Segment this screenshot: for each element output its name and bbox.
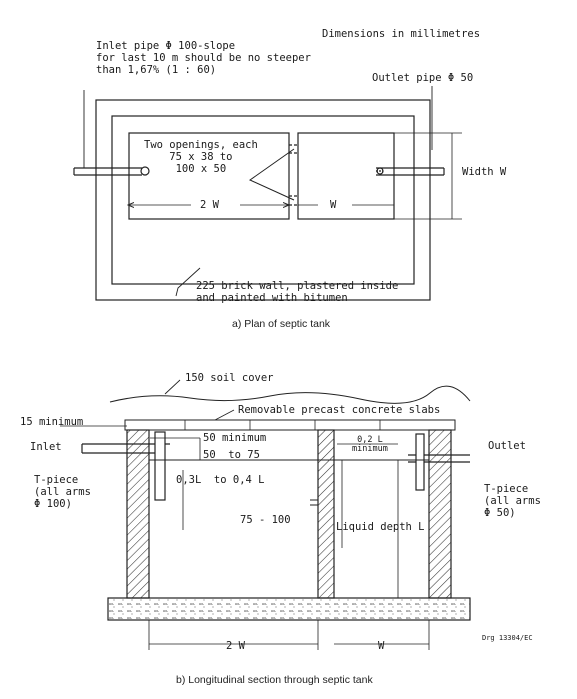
section-dim-2w: 2 W — [226, 640, 245, 652]
base-slab — [107, 597, 471, 621]
min02l-label: 0,2 L minimum — [352, 435, 388, 454]
soil-cover-label: 150 soil cover — [185, 372, 274, 384]
width-w-label: Width W — [462, 166, 507, 178]
min15-label: 15 minimum — [20, 416, 84, 428]
outlet-pipe-label: Outlet pipe Φ 50 — [372, 72, 474, 84]
partition-wall — [317, 429, 335, 599]
left-wall — [126, 429, 150, 599]
range50-75-label: 50 to 75 — [203, 449, 260, 461]
openings-label: Two openings, each 75 x 38 to 100 x 50 — [144, 139, 258, 175]
plan-view — [73, 86, 462, 301]
outlet-label: Outlet — [488, 440, 526, 452]
min50-label: 50 minimum — [203, 432, 267, 444]
range75-100-label: 75 - 100 — [240, 514, 291, 526]
liquid-depth-label: Liquid depth L — [336, 521, 425, 533]
second-chamber — [297, 132, 395, 220]
section-caption: b) Longitudinal section through septic t… — [176, 674, 373, 686]
plan-inner-wall — [111, 115, 415, 285]
inlet-pipe-note: Inlet pipe Φ 100-slope for last 10 m sho… — [96, 40, 311, 76]
wall-note: 225 brick wall, plastered inside and pai… — [196, 280, 399, 304]
tpiece-left-label: T-piece (all arms Φ 100) — [34, 474, 91, 510]
first-chamber — [128, 132, 290, 220]
inlet-label: Inlet — [30, 441, 62, 453]
dimensions-note: Dimensions in millimetres — [322, 28, 481, 40]
plan-caption: a) Plan of septic tank — [232, 318, 331, 330]
tpiece-right-label: T-piece (all arms Φ 50) — [484, 483, 541, 519]
section-dim-w: W — [378, 640, 385, 652]
section-view — [60, 379, 471, 650]
range03-04-label: 0,3L to 0,4 L — [176, 474, 265, 486]
plan-dim-w: W — [330, 199, 337, 211]
slabs-label: Removable precast concrete slabs — [238, 404, 441, 416]
plan-outer-wall — [95, 99, 431, 301]
plan-dim-2w: 2 W — [200, 199, 219, 211]
drawing-number: Drg 13304/EC — [482, 634, 533, 642]
